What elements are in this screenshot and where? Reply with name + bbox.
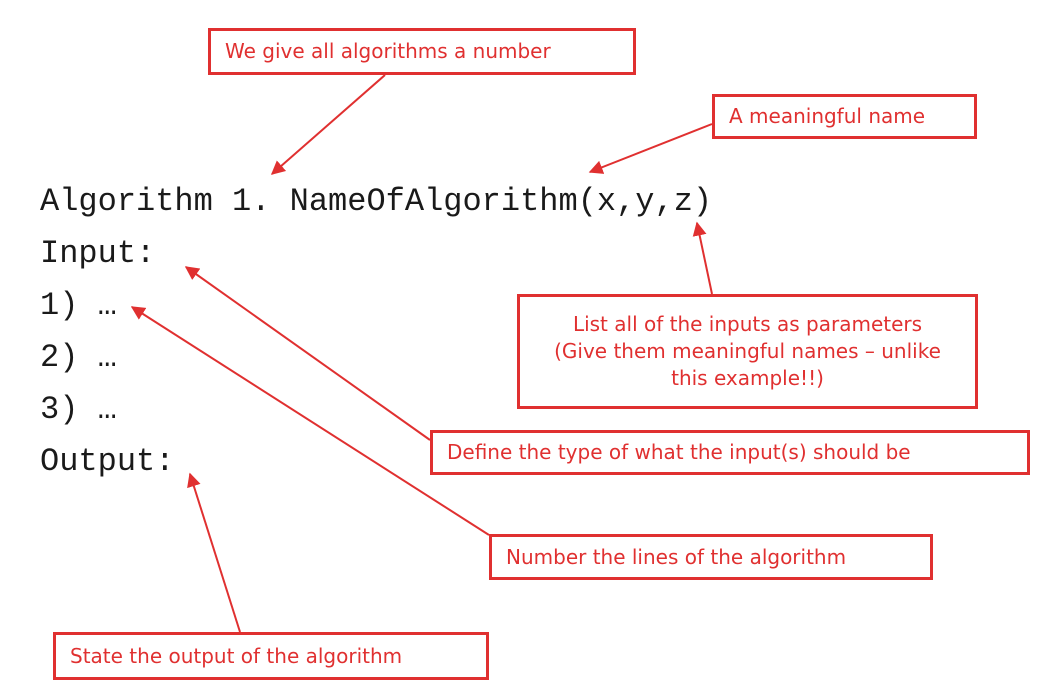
arrow-input-type [184, 266, 431, 441]
algorithm-line-3: 3) … [40, 391, 117, 428]
callout-list-inputs-line-1: List all of the inputs as parameters [572, 312, 923, 336]
arrow-inputs [692, 221, 713, 295]
algorithm-header-line: Algorithm 1. NameOfAlgorithm(x,y,z) [40, 183, 713, 220]
arrow-number [270, 74, 386, 175]
callout-list-inputs-line-2: (Give them meaningful names – unlike [554, 339, 941, 363]
input-label: Input: [40, 235, 156, 272]
output-label: Output: [40, 443, 175, 480]
algorithm-line-2: 2) … [40, 339, 117, 376]
algorithm-line-1: 1) … [40, 287, 117, 324]
callout-number-lines: Number the lines of the algorithm [489, 534, 933, 580]
callout-input-type: Define the type of what the input(s) sho… [430, 430, 1030, 475]
callout-algorithm-number: We give all algorithms a number [208, 28, 636, 75]
callout-state-output: State the output of the algorithm [53, 632, 489, 680]
callout-list-inputs-line-3: this example!!) [671, 366, 824, 390]
callout-list-inputs: List all of the inputs as parameters (Gi… [517, 294, 978, 409]
arrow-output [187, 472, 241, 633]
arrow-number-lines [130, 306, 490, 536]
callout-meaningful-name: A meaningful name [712, 94, 977, 139]
arrow-name [588, 123, 713, 174]
